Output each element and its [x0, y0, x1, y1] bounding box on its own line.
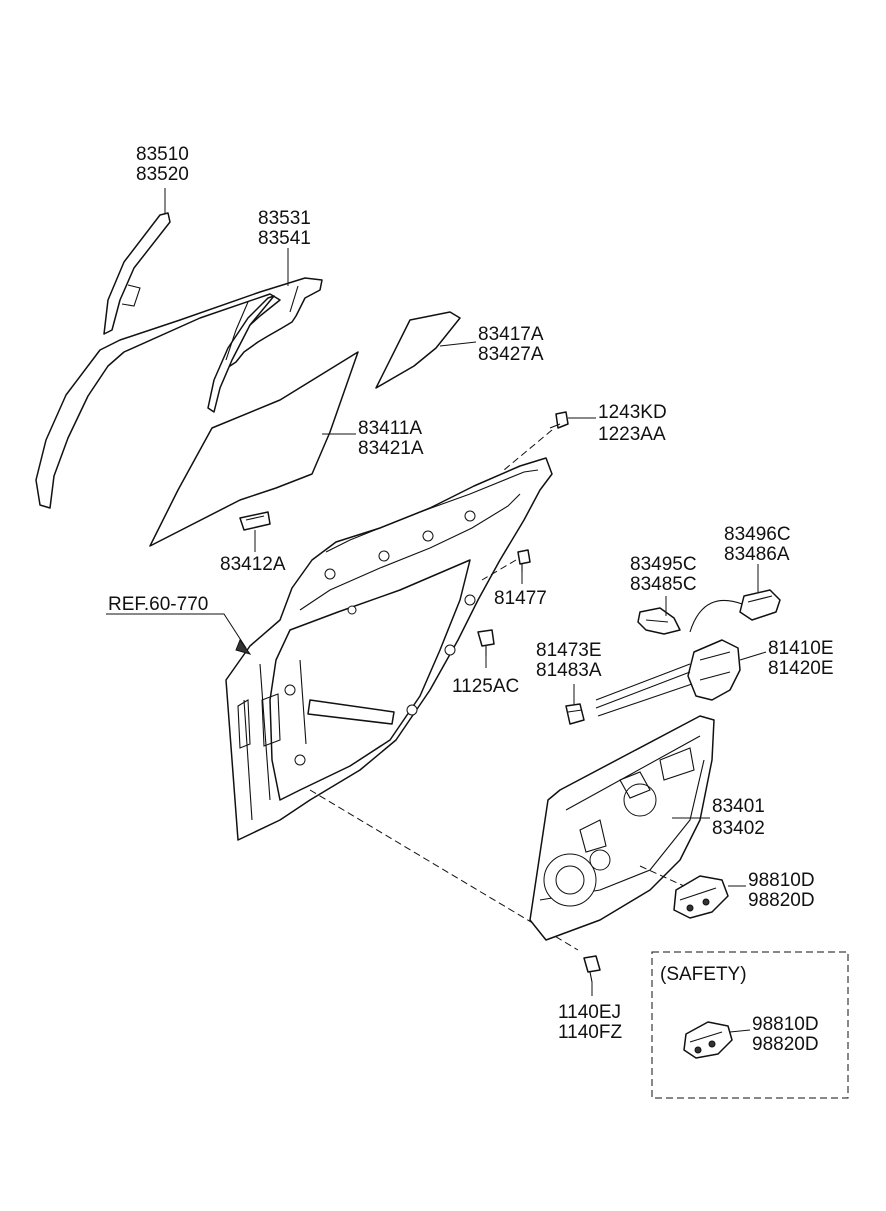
label-motor: 98810D 98820D	[748, 870, 815, 911]
label-bolt-top-1: 1243KD	[598, 402, 667, 423]
safety-motor-part	[683, 1021, 751, 1059]
safety-title: (SAFETY)	[660, 964, 747, 985]
label-actuator-1: 83496C	[724, 524, 791, 545]
panel-opening	[623, 783, 657, 817]
label-door-glass-1: 83411A	[358, 418, 422, 439]
label-latch-2: 81420E	[768, 658, 834, 679]
actuator-part	[689, 564, 781, 633]
label-bolt-bottom: 1140EJ 1140FZ	[558, 1002, 622, 1043]
label-handle-1: 83495C	[630, 554, 697, 575]
label-handle-2: 83485C	[630, 574, 697, 595]
label-bolt-top-2: 1223AA	[598, 424, 666, 445]
label-quarter-glass-1: 83417A	[478, 324, 544, 345]
panel-hole	[284, 684, 296, 696]
label-module-panel-1: 83401	[712, 796, 765, 817]
label-bolt-bottom-2: 1140FZ	[558, 1022, 622, 1043]
label-rod: 81473E 81483A	[536, 640, 602, 681]
label-module-panel: 83401 83402	[712, 796, 765, 839]
bolt-small-part	[481, 549, 531, 584]
label-actuator-2: 83486A	[724, 544, 790, 565]
label-weatherstrip-1: 83510	[136, 144, 189, 165]
panel-hole	[294, 754, 306, 766]
safety-box: (SAFETY) 98810D 98820D	[651, 951, 849, 1099]
label-glass-channel: 83412A	[220, 554, 286, 575]
panel-hole	[422, 530, 434, 542]
label-door-glass-2: 83421A	[358, 438, 424, 459]
label-rod-2: 81483A	[536, 660, 602, 681]
motor-part	[639, 865, 746, 919]
panel-opening	[589, 849, 611, 871]
label-motor-1: 98810D	[748, 870, 815, 891]
label-weatherstrip-2: 83520	[136, 164, 189, 185]
door-channel-part	[35, 248, 323, 509]
label-door-glass: 83411A 83421A	[358, 418, 424, 459]
label-bolt-top: 1243KD 1223AA	[598, 402, 667, 445]
panel-hole	[406, 704, 418, 716]
glass-channel-part	[239, 511, 271, 552]
label-actuator: 83496C 83486A	[724, 524, 791, 565]
label-handle: 83495C 83485C	[630, 554, 697, 595]
label-latch-1: 81410E	[768, 638, 834, 659]
rod-part	[565, 684, 585, 725]
safety-box-border	[651, 951, 849, 1099]
label-channel-2: 83541	[258, 228, 311, 249]
label-bolt-small: 81477	[494, 588, 547, 609]
label-channel: 83531 83541	[258, 208, 311, 249]
label-ref: REF.60-770	[108, 594, 208, 615]
panel-hole	[444, 644, 456, 656]
panel-hole	[378, 550, 390, 562]
label-module-panel-2: 83402	[712, 818, 765, 839]
label-latch: 81410E 81420E	[768, 638, 834, 679]
label-bolt-mid: 1125AC	[452, 676, 519, 697]
weatherstrip-part	[103, 188, 171, 335]
speaker-opening-inner	[555, 865, 585, 895]
panel-hole	[324, 568, 336, 580]
label-channel-1: 83531	[258, 208, 311, 229]
label-rod-1: 81473E	[536, 640, 602, 661]
latch-part	[595, 639, 767, 717]
panel-hole	[347, 605, 357, 615]
label-weatherstrip: 83510 83520	[136, 144, 189, 185]
label-quarter-glass: 83417A 83427A	[478, 324, 544, 365]
label-safety-motor-2: 98820D	[752, 1034, 819, 1055]
bolt-bottom-part	[583, 955, 601, 996]
label-bolt-bottom-1: 1140EJ	[558, 1002, 621, 1023]
label-quarter-glass-2: 83427A	[478, 344, 544, 365]
quarter-glass-part	[375, 311, 477, 389]
inside-handle-part	[637, 596, 681, 635]
label-motor-2: 98820D	[748, 890, 815, 911]
panel-hole	[464, 594, 476, 606]
bolt-mid-part	[477, 629, 495, 668]
label-safety-motor-1: 98810D	[752, 1014, 819, 1035]
module-panel-part	[529, 715, 715, 941]
door-inner-panel-part	[106, 457, 579, 951]
bolt-top-part	[503, 411, 596, 471]
panel-hole	[464, 510, 476, 522]
door-glass-part	[149, 351, 359, 547]
